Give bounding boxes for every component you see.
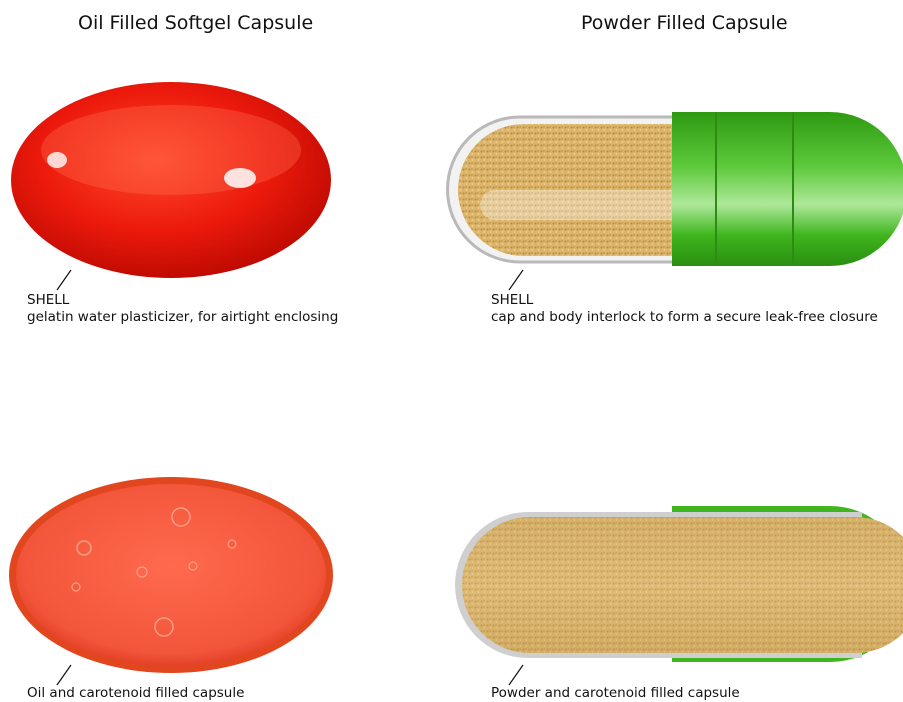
shell-description: cap and body interlock to form a secure … — [491, 309, 878, 326]
powder-fill-caption: Powder and carotenoid filled capsule — [491, 685, 740, 702]
shell-description: gelatin water plasticizer, for airtight … — [27, 309, 338, 326]
hard-capsule-shell-label: SHELL cap and body interlock to form a s… — [491, 292, 878, 326]
powder-capsule-section — [455, 506, 903, 662]
shell-heading: SHELL — [27, 292, 338, 309]
leader-line — [509, 665, 523, 685]
oil-softgel-section — [9, 477, 333, 673]
leader-line — [57, 665, 71, 685]
oil-fill-caption: Oil and carotenoid filled capsule — [27, 685, 244, 702]
leader-line — [57, 270, 71, 290]
red-softgel — [11, 82, 331, 278]
softgel-shell-label: SHELL gelatin water plasticizer, for air… — [27, 292, 338, 326]
shell-heading: SHELL — [491, 292, 878, 309]
leader-line — [509, 270, 523, 290]
hard-capsule — [448, 112, 903, 266]
